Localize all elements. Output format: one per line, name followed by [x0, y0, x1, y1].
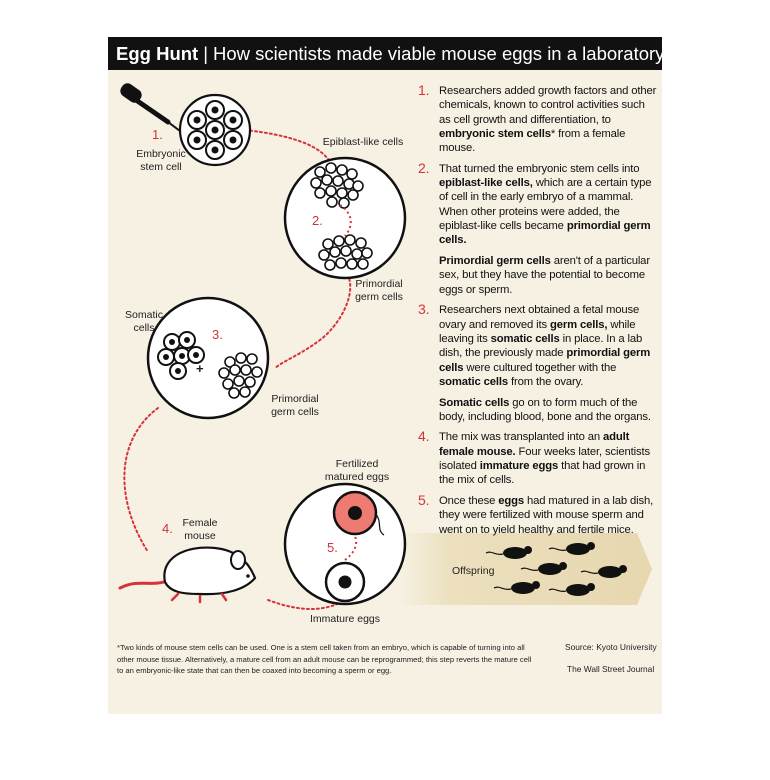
step-text: which are a certain type of cell in the … [439, 177, 652, 233]
epiblast-cluster-icon [310, 162, 364, 209]
step-text: in place. In a lab dish, the previously … [439, 332, 643, 360]
offspring-mouse-icon-1 [485, 546, 532, 559]
germ-cluster-icon-a [318, 234, 373, 271]
step-text-bold: Somatic cells [439, 396, 510, 409]
offspring-mouse-icon-3 [520, 562, 567, 575]
dropper-icon [120, 83, 181, 132]
label-offspring: Offspring [452, 565, 495, 577]
diagram-number-4: 4. [162, 521, 173, 536]
step-text: had matured in a lab dish, they were fer… [439, 495, 654, 536]
step-text: * from a female mouse. [439, 127, 626, 155]
credit-line: The Wall Street Journal [567, 664, 655, 674]
title-separator: | [203, 43, 209, 64]
step-item: 1. Researchers added growth factors and o… [418, 82, 658, 155]
step-text-bold: embryonic stem cells [439, 127, 551, 140]
step-text-bold: primordial germ cells [439, 347, 651, 374]
step-note: Somatic cells go on to form much of the … [418, 396, 658, 425]
label-fertilized-matured-eggs: Fertilized matured eggs [324, 458, 390, 483]
plus-sign: + [196, 361, 204, 376]
step-number: 2. [418, 159, 430, 176]
dish-step-3 [146, 296, 270, 420]
offspring-mouse-icon-4 [580, 565, 627, 578]
step-text: while leaving its [439, 318, 636, 345]
step-text: That turned the embryonic stem cells int… [439, 162, 640, 175]
step-text-bold: adult female mouse. [439, 431, 630, 458]
step-text-bold: somatic cells [439, 375, 509, 388]
step-text-bold: germ cells, [549, 318, 608, 331]
step-note: Primordial germ cells aren't of a partic… [418, 254, 658, 297]
fertilized-egg-icon [332, 490, 385, 536]
step-number: 4. [418, 428, 430, 445]
step-text-bold: somatic cells [490, 332, 560, 345]
dish-step-2 [283, 156, 407, 280]
label-female-mouse: Female mouse [182, 517, 218, 542]
step-item: 3. Researchers next obtained a fetal mous… [418, 301, 658, 389]
step-text: Once these [439, 495, 499, 508]
step-number: 5. [418, 492, 430, 509]
title-rest: How scientists made viable mouse eggs in… [213, 43, 704, 64]
footnote: *Two kinds of mouse stem cells can be us… [117, 643, 532, 675]
step-text: from the ovary. [508, 375, 584, 388]
label-embryonic-stem-cell: Embryonic stem cell [136, 148, 186, 173]
step-text-bold: primordial germ cells. [439, 220, 651, 247]
title-bold: Egg Hunt [116, 43, 199, 64]
label-immature-eggs: Immature eggs [309, 613, 381, 625]
step-number: 3. [418, 301, 430, 318]
diagram-number-3: 3. [212, 327, 223, 342]
step-text: were cultured together with the [463, 361, 617, 374]
female-mouse-icon [118, 546, 257, 604]
step-text: aren't of a particular sex, but they hav… [439, 255, 650, 296]
germ-cluster-icon-b [218, 352, 263, 399]
step-text: Four weeks later, scientists isolated [439, 445, 650, 473]
step-text: Researchers added growth factors and oth… [439, 85, 657, 126]
label-primordial-germ-cells-1: Primordial germ cells [355, 278, 403, 303]
offspring-mouse-icon-6 [548, 583, 595, 596]
step-number: 1. [418, 82, 430, 98]
label-somatic-cells: Somatic cells [125, 309, 163, 334]
immature-egg-icon [324, 561, 366, 603]
step-item: 5. Once these eggs had matured in a lab d… [418, 492, 658, 537]
label-epiblast-like-cells: Epiblast-like cells [322, 136, 404, 148]
step-text: go on to form much of the body, includin… [439, 396, 651, 423]
step-text-bold: immature eggs [479, 460, 559, 473]
step-text: that had grown in the mix of cells. [439, 460, 646, 487]
embryonic-stem-cell-icon [178, 93, 252, 167]
offspring-mouse-icon-2 [548, 542, 595, 555]
step-text-bold: eggs [498, 495, 525, 508]
label-primordial-germ-cells-2: Primordial germ cells [271, 393, 319, 418]
step-text-bold: epiblast-like cells, [439, 177, 533, 190]
dish-step-5 [283, 482, 407, 606]
diagram-number-2: 2. [312, 213, 323, 228]
diagram-number-1: 1. [152, 127, 163, 142]
offspring-mouse-icon-5 [493, 581, 540, 594]
step-text-bold: Primordial germ cells [439, 255, 551, 268]
step-text: Researchers next obtained a fetal mouse … [439, 304, 640, 331]
step-item: 4. The mix was transplanted into an adult… [418, 428, 658, 487]
step-text: The mix was transplanted into an [439, 431, 603, 444]
source-line: Source: Kyoto University [565, 642, 657, 652]
step-item: 2. That turned the embryonic stem cells i… [418, 159, 658, 248]
steps-column: 1. Researchers added growth factors and o… [418, 82, 658, 543]
offspring-mice-icons [485, 542, 627, 596]
diagram-number-5: 5. [327, 540, 338, 555]
title-bar: Egg Hunt|How scientists made viable mous… [108, 37, 704, 70]
